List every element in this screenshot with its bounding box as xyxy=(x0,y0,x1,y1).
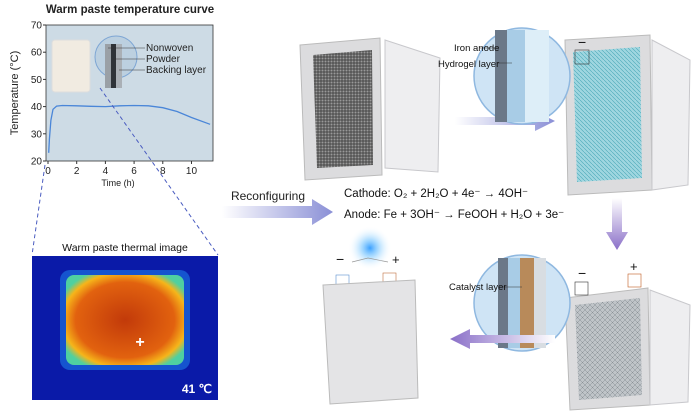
y-tick-label: 40 xyxy=(31,102,43,113)
plus-terminal: + xyxy=(392,252,400,267)
opened-warm-paste xyxy=(299,37,441,181)
thermal-temperature: 41 ℃ xyxy=(182,382,212,396)
catalyst-layer-label: Catalyst layer xyxy=(449,282,507,293)
cathode-grid-icon xyxy=(627,273,642,288)
series-line-warm-paste xyxy=(48,104,211,153)
chart-title: Warm paste temperature curve xyxy=(46,4,214,16)
iron-anode-label: Iron anode xyxy=(454,43,499,54)
thermal-image-panel: Warm paste thermal image + 41 ℃ xyxy=(32,242,218,400)
anode-equation: Anode: Fe + 3OH⁻ → FeOOH + H₂O + 3e⁻ xyxy=(344,209,564,221)
x-tick-label: 10 xyxy=(186,166,198,177)
battery-with-led xyxy=(322,257,419,405)
process-arrow-left xyxy=(450,329,555,349)
nonwoven-layer xyxy=(105,44,111,88)
x-tick-label: 2 xyxy=(74,166,80,177)
x-tick-label: 6 xyxy=(131,166,137,177)
y-tick-label: 50 xyxy=(31,75,43,86)
heat-region xyxy=(66,275,184,365)
backing-layer xyxy=(116,44,122,88)
led-glow xyxy=(348,226,392,270)
hydrogel-layer-label: Hydrogel layer xyxy=(438,59,499,70)
cathode-grid-icon xyxy=(574,49,590,65)
connector-line xyxy=(31,164,46,256)
inset-label-powder: Powder xyxy=(146,54,181,65)
connector-line xyxy=(99,87,219,256)
x-axis-label: Time (h) xyxy=(101,178,134,188)
minus-terminal: − xyxy=(578,265,586,281)
x-tick-label: 4 xyxy=(103,166,109,177)
reconfigure-label: Reconfiguring xyxy=(231,189,305,203)
y-tick-label: 60 xyxy=(31,48,43,59)
warm-paste-photo xyxy=(51,39,91,93)
powder-layer xyxy=(111,44,116,88)
temperature-chart: Warm paste temperature curve Nonwoven Po… xyxy=(9,4,214,188)
process-arrow-down xyxy=(606,198,628,250)
crosshair-icon: + xyxy=(135,334,144,351)
minus-terminal: − xyxy=(578,34,586,50)
catalyst-assembly xyxy=(473,254,691,411)
x-tick-label: 8 xyxy=(160,166,166,177)
y-tick-label: 30 xyxy=(31,129,43,140)
thermal-title: Warm paste thermal image xyxy=(62,242,188,254)
inset-label-nonwoven: Nonwoven xyxy=(146,43,193,54)
x-tick-label: 0 xyxy=(45,166,51,177)
minus-terminal: − xyxy=(336,251,344,267)
plus-terminal: + xyxy=(630,259,638,274)
hydrogel-assembly xyxy=(473,27,691,196)
y-axis-label: Temperature (°C) xyxy=(9,51,21,135)
reconfigure-arrow xyxy=(222,199,333,225)
cathode-equation: Cathode: O₂ + 2H₂O + 4e⁻ → 4OH⁻ xyxy=(344,188,528,200)
anode-grid-icon xyxy=(574,281,589,296)
inset-label-backing: Backing layer xyxy=(146,65,207,76)
y-tick-label: 70 xyxy=(31,21,43,32)
y-tick-label: 20 xyxy=(31,157,43,168)
